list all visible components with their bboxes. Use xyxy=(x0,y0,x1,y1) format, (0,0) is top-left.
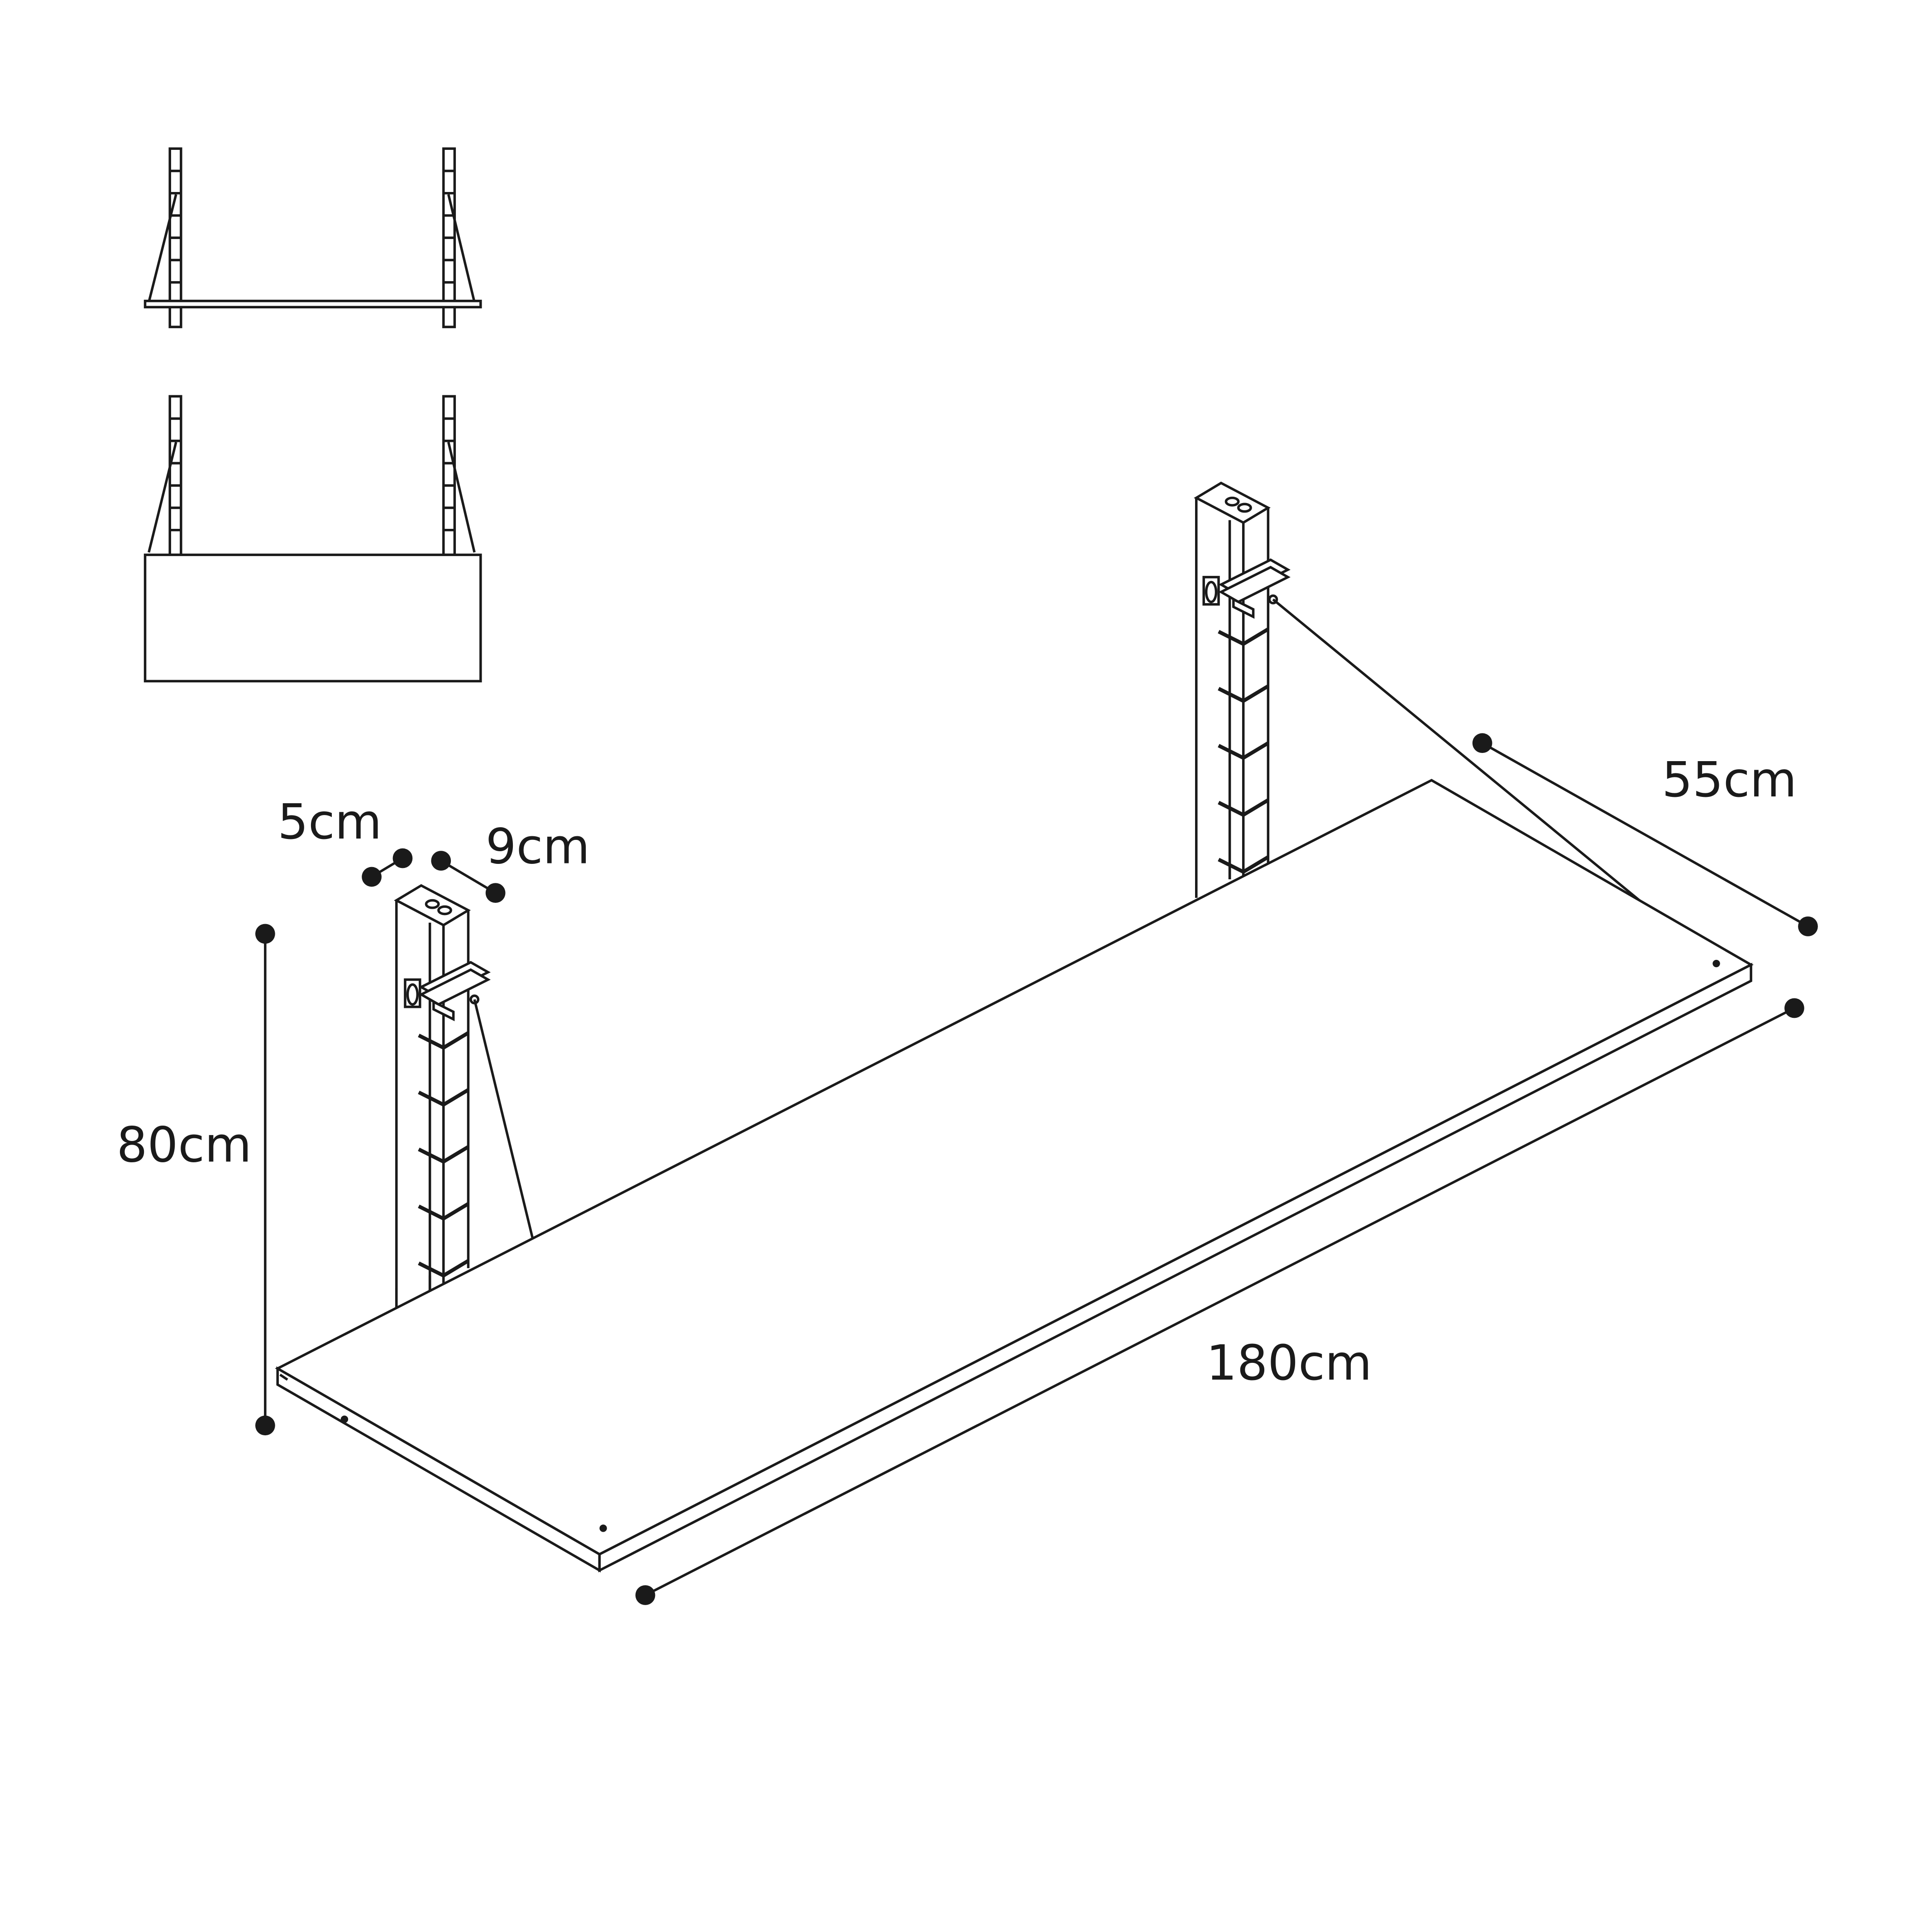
length-dimension xyxy=(635,998,1804,1605)
shelf-plank xyxy=(275,779,1754,1573)
post-depth-label: 5cm xyxy=(277,794,382,850)
post-width-label: 9cm xyxy=(486,819,590,875)
post-width-dimension xyxy=(431,851,506,903)
front-view-thumbnail xyxy=(143,147,482,328)
front-view-panel-thumbnail xyxy=(143,395,482,683)
height-dimension xyxy=(255,924,275,1436)
height-label: 80cm xyxy=(117,1117,252,1174)
post-depth-dimension xyxy=(362,848,413,887)
depth-label: 55cm xyxy=(1662,752,1797,808)
depth-dimension xyxy=(1472,733,1818,936)
length-label: 180cm xyxy=(1206,1335,1372,1391)
